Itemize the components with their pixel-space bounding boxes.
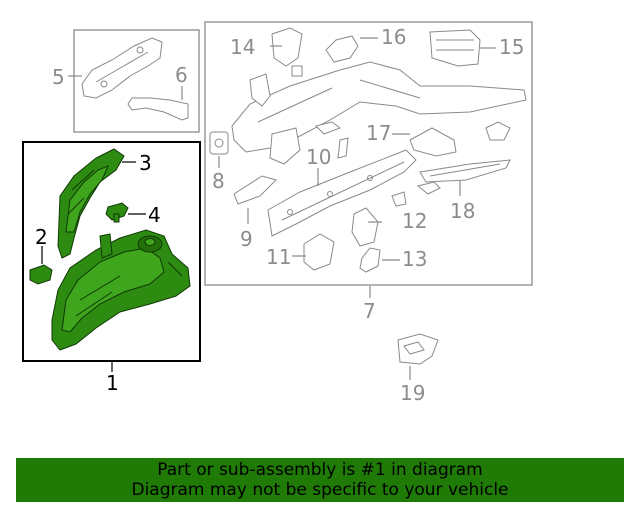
callout-4: 4 [148, 203, 161, 227]
part-12-bracket [351, 207, 379, 247]
callout-18: 18 [450, 199, 475, 223]
callout-10: 10 [306, 145, 331, 169]
callout-17: 17 [366, 121, 391, 145]
part-8-mount [209, 131, 229, 155]
part-small-bracket-b [485, 121, 511, 141]
part-4-clip[interactable] [105, 202, 129, 223]
part-small-bracket-a [315, 121, 349, 159]
part-19-bracket [397, 333, 439, 365]
banner-line-2: Diagram may not be specific to your vehi… [131, 480, 509, 500]
group-7-frame [204, 21, 533, 286]
part-10-lower-rail [267, 149, 417, 237]
callout-6: 6 [175, 63, 188, 87]
callout-11: 11 [266, 245, 291, 269]
part-18-rail [419, 159, 511, 183]
callout-9: 9 [240, 227, 253, 251]
part-11-bracket [303, 233, 335, 271]
callout-15: 15 [499, 35, 524, 59]
part-15-extension [429, 29, 481, 67]
callout-14: 14 [230, 35, 255, 59]
callout-2: 2 [35, 225, 48, 249]
group-5-6-frame [73, 29, 200, 133]
part-14-bracket [271, 27, 303, 77]
callout-8: 8 [212, 169, 225, 193]
part-small-bracket-c [391, 181, 441, 207]
info-banner: Part or sub-assembly is #1 in diagram Di… [16, 458, 624, 502]
callout-12: 12 [402, 209, 427, 233]
part-9-plate [233, 175, 277, 205]
part-2-bracket[interactable] [29, 264, 53, 285]
callout-13: 13 [402, 247, 427, 271]
part-3-upper-rail[interactable] [57, 148, 125, 259]
leader-lines [68, 37, 496, 380]
callout-19: 19 [400, 381, 425, 405]
part-7-rail-assembly [231, 61, 527, 165]
part-5-bracket [81, 37, 163, 99]
callout-5: 5 [52, 65, 65, 89]
part-13-bracket [359, 247, 381, 273]
part-16-bracket [325, 35, 359, 63]
part-6-reinforcement [127, 97, 189, 121]
part-1-wheelhouse-assembly[interactable] [51, 229, 191, 351]
leader-lines-group-1 [41, 161, 146, 372]
banner-line-1: Part or sub-assembly is #1 in diagram [157, 460, 483, 480]
callout-16: 16 [381, 25, 406, 49]
callout-1: 1 [106, 371, 119, 395]
callout-7: 7 [363, 299, 376, 323]
part-17-bracket [409, 127, 457, 157]
callout-3: 3 [139, 151, 152, 175]
